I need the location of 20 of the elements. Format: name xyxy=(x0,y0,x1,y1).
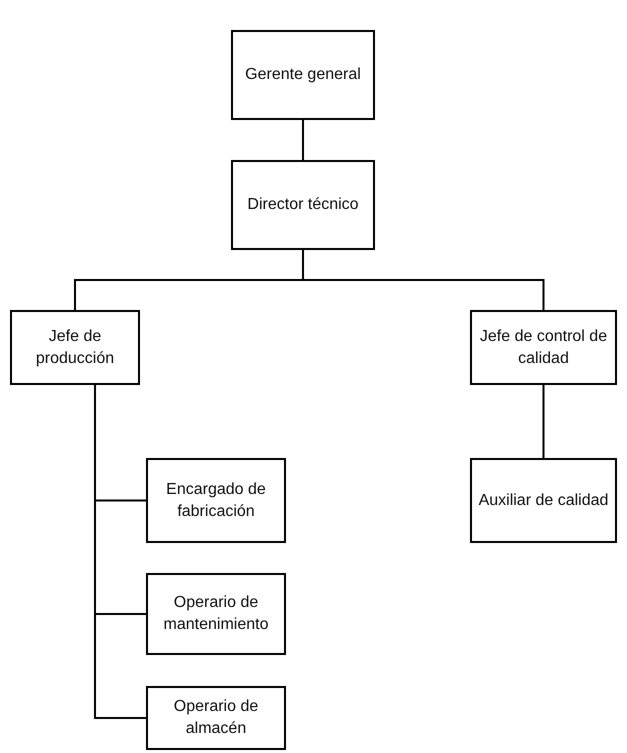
position-box xyxy=(470,458,617,543)
position-title: Auxiliar de calidad xyxy=(478,490,608,511)
connector-line xyxy=(302,250,544,310)
position-title: Operario de almacén xyxy=(172,697,260,739)
connector-line xyxy=(542,385,544,458)
position-title: Encargado de fabricación xyxy=(165,480,267,522)
connector-line xyxy=(302,120,304,160)
position-title: Jefe de control de calidad xyxy=(478,326,608,368)
position-title: Operario de mantenimiento xyxy=(162,593,270,635)
position-box xyxy=(10,310,140,385)
position-title: Gerente general xyxy=(245,65,361,86)
position-title: Director técnico xyxy=(247,195,359,216)
position-box xyxy=(146,573,286,655)
position-box xyxy=(146,686,286,750)
position-box xyxy=(231,30,375,120)
position-title: Jefe de producción xyxy=(34,326,116,368)
position-box xyxy=(146,458,286,543)
position-box xyxy=(231,160,375,250)
position-box xyxy=(470,310,617,385)
connector-line xyxy=(94,385,146,719)
